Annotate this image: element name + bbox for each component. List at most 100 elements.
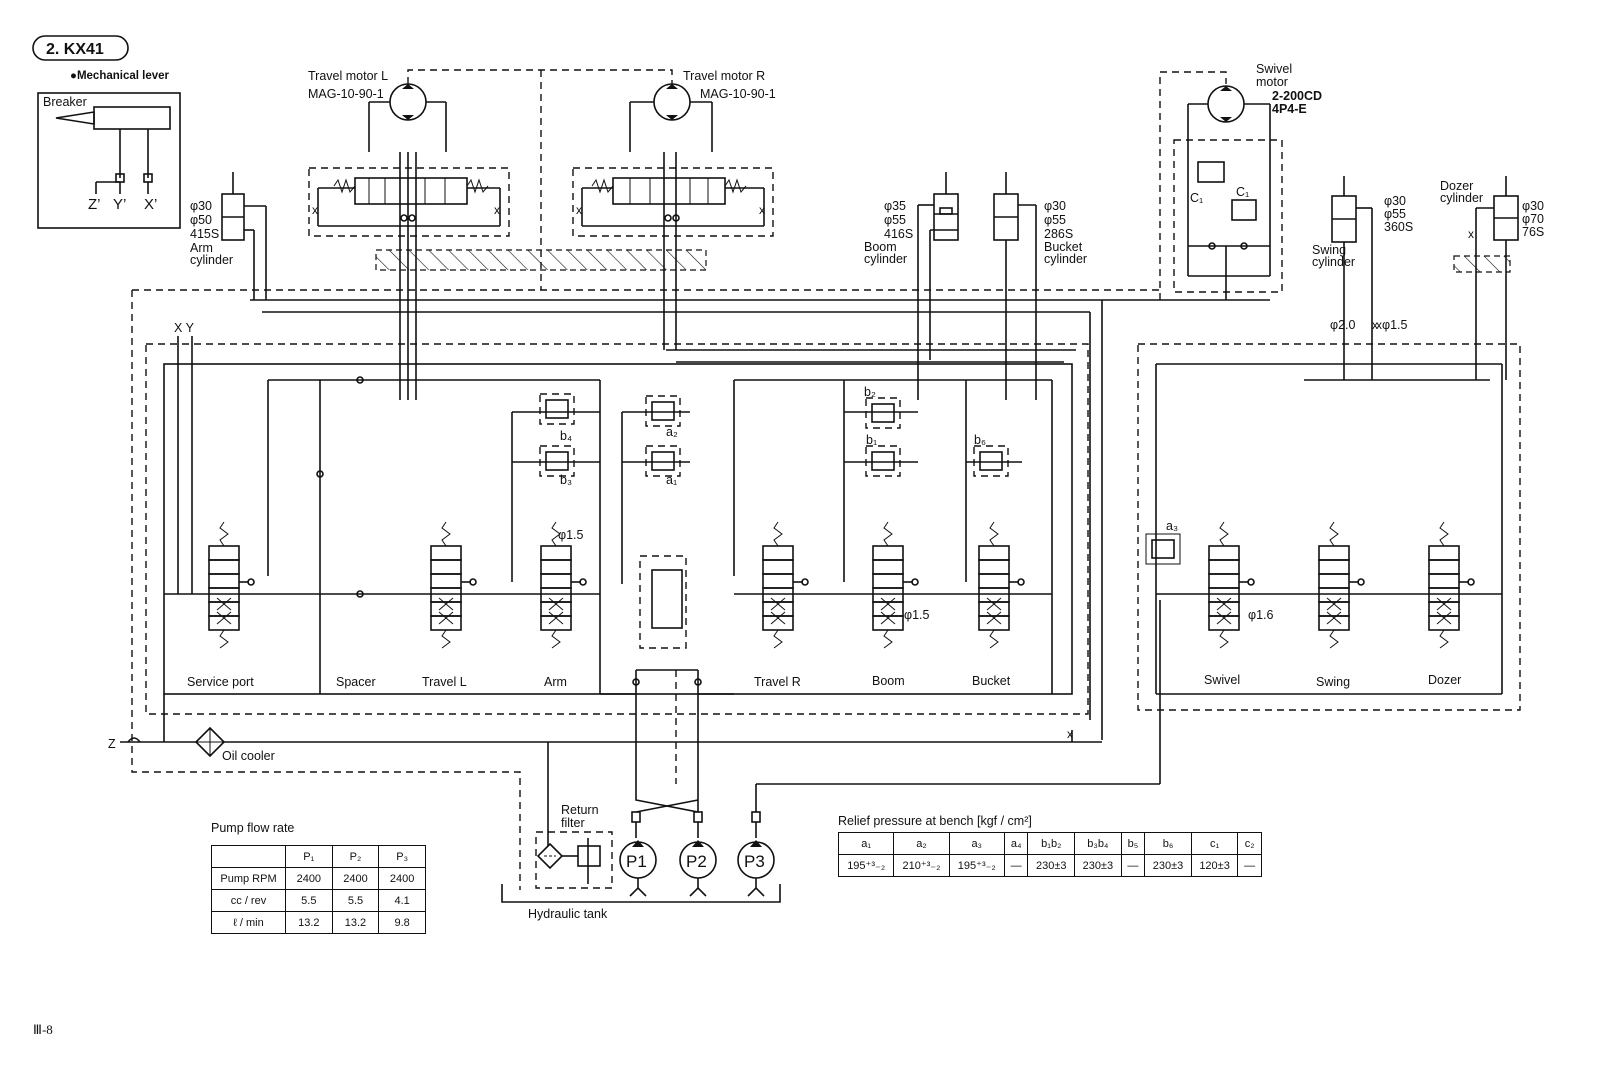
svg-text:x: x — [1372, 318, 1378, 332]
section-swing: Swing — [1316, 675, 1350, 689]
table-cell: cc / rev — [211, 889, 286, 912]
bucket-cyl-stroke: 286S — [1044, 227, 1073, 241]
hydraulic-tank-label: Hydraulic tank — [528, 907, 608, 921]
inlet-block — [600, 555, 734, 790]
table-cell: 5.5 — [331, 889, 380, 912]
dozer-cyl-name-2: cylinder — [1440, 191, 1483, 205]
swivel-motor-model-2: 4P4-E — [1272, 102, 1307, 116]
travel-motor-r: Travel motor R MAG-10-90-1 x x — [572, 69, 776, 237]
bucket-cyl-bore: φ30 — [1044, 199, 1066, 213]
swing-cyl-name-2: cylinder — [1312, 255, 1355, 269]
table-header-cell: c₁ — [1190, 832, 1239, 855]
table-header-cell: P₁ — [285, 845, 333, 868]
svg-text:x: x — [759, 203, 765, 217]
breaker-panel: Breaker Z’ Y’ X’ — [37, 92, 181, 229]
travel-motor-r-name: Travel motor R — [683, 69, 765, 83]
table-header-cell: a₁ — [837, 832, 895, 855]
pump-flow-table: P₁ P₂ P₃ Pump RPM 2400 2400 2400 cc / re… — [211, 845, 426, 934]
svg-text:x: x — [1376, 318, 1382, 332]
arm-cyl-rod: φ50 — [190, 213, 212, 227]
pilot-dashed-line — [131, 290, 521, 890]
spool-valve — [978, 521, 1025, 649]
pump-p2-label: P2 — [686, 852, 707, 871]
swing-cyl-rod: φ55 — [1384, 207, 1406, 221]
valve-galleries — [163, 363, 1503, 695]
relief-b1: b₁ — [866, 433, 877, 447]
boom-cyl-name-1: Boom — [864, 240, 897, 254]
bucket-cyl-name-2: cylinder — [1044, 252, 1087, 266]
bucket-cyl-name-1: Bucket — [1044, 240, 1083, 254]
swing-cylinder: φ30 φ55 360S Swing cylinder — [1312, 176, 1413, 380]
section-service-port: Service port — [187, 675, 254, 689]
table-cell: 13.2 — [331, 911, 380, 934]
xy-port-label: X Y — [174, 321, 195, 335]
travel-motor-l-name: Travel motor L — [308, 69, 388, 83]
oil-cooler-label: Oil cooler — [222, 749, 275, 763]
spool-valve — [208, 521, 255, 649]
svg-text:x: x — [1067, 727, 1073, 741]
travel-motor-l-model: MAG-10-90-1 — [308, 87, 384, 101]
table-cell: 4.1 — [378, 889, 426, 912]
title-frame — [32, 35, 129, 61]
table-cell: 230±3 — [1074, 854, 1122, 877]
pump-p1-label: P1 — [626, 852, 647, 871]
svg-text:x: x — [1468, 227, 1474, 241]
dozer-cylinder: x φ30 φ70 76S Dozer cylinder — [1440, 176, 1544, 380]
spool-valve — [430, 521, 477, 649]
dozer-cyl-name-1: Dozer — [1440, 179, 1473, 193]
relief-b6: b₆ — [974, 433, 986, 447]
section-dozer: Dozer — [1428, 673, 1461, 687]
section-travel-r: Travel R — [754, 675, 801, 689]
port-x-prime: X’ — [144, 196, 157, 213]
page-title: 2. KX41 — [46, 41, 104, 58]
relief-a3: a₃ — [1166, 519, 1178, 533]
relief-table-title: Relief pressure at bench [kgf / cm²] — [838, 814, 1032, 828]
spool-valve — [872, 521, 919, 649]
relief-b3: b₃ — [560, 473, 572, 487]
spool-valve — [1208, 521, 1255, 649]
table-cell: 2400 — [285, 867, 333, 890]
section-travel-l: Travel L — [422, 675, 467, 689]
table-header-cell: b₆ — [1144, 832, 1192, 855]
spool-valve — [762, 521, 809, 649]
bucket-cylinder: φ30 φ55 286S Bucket cylinder — [993, 172, 1087, 400]
table-row: a₁ a₂ a₃ a₄ b₁b₂ b₃b₄ b₅ b₆ c₁ c₂ — [837, 832, 1262, 855]
boom-cyl-name-2: cylinder — [864, 252, 907, 266]
section-boom: Boom — [872, 674, 905, 688]
table-cell: ℓ / min — [211, 911, 286, 934]
section-bucket: Bucket — [972, 674, 1011, 688]
breaker-label: Breaker — [43, 95, 87, 109]
table-row: cc / rev 5.5 5.5 4.1 — [211, 889, 426, 912]
table-row: 195⁺³₋₂ 210⁺³₋₂ 195⁺³₋₂ — 230±3 230±3 — … — [837, 854, 1262, 877]
spool-valve — [540, 521, 587, 649]
swing-cyl-stroke: 360S — [1384, 220, 1413, 234]
pumps: P1 P2 P3 — [619, 784, 775, 897]
arm-cyl-name-2: cylinder — [190, 253, 233, 267]
control-valve-left-block — [145, 343, 1089, 715]
svg-text:x: x — [494, 203, 500, 217]
table-cell: 13.2 — [285, 911, 333, 934]
dozer-cyl-rod: φ70 — [1522, 212, 1544, 226]
swivel-motor-model-1: 2-200CD — [1272, 89, 1322, 103]
orifice-phi15-boom: φ1.5 — [904, 608, 930, 622]
table-row: P₁ P₂ P₃ — [211, 845, 426, 868]
main-piping — [250, 152, 1270, 740]
spool-valve — [1318, 521, 1365, 649]
relief-a1: a₁ — [666, 473, 677, 487]
arm-cylinder: φ30 φ50 415S Arm cylinder — [190, 172, 267, 300]
relief-valves: b₄ b₃ a₂ a₁ b₂ b₁ b₆ a₃ — [511, 380, 1181, 584]
table-cell: 2400 — [378, 867, 426, 890]
port-z-prime: Z’ — [88, 196, 101, 213]
relief-b4: b₄ — [560, 429, 572, 443]
c1-left: C₁ — [1190, 191, 1203, 205]
table-header-cell — [211, 845, 286, 868]
section-arm: Arm — [544, 675, 567, 689]
orifice-phi15-top: φ1.5 — [1382, 318, 1408, 332]
table-header-cell: P₂ — [331, 845, 380, 868]
table-cell: 230±3 — [1027, 854, 1076, 877]
bucket-cyl-rod: φ55 — [1044, 213, 1066, 227]
arm-cyl-stroke: 415S — [190, 227, 219, 241]
pump-table-title: Pump flow rate — [211, 821, 295, 835]
table-cell: 120±3 — [1190, 854, 1239, 877]
